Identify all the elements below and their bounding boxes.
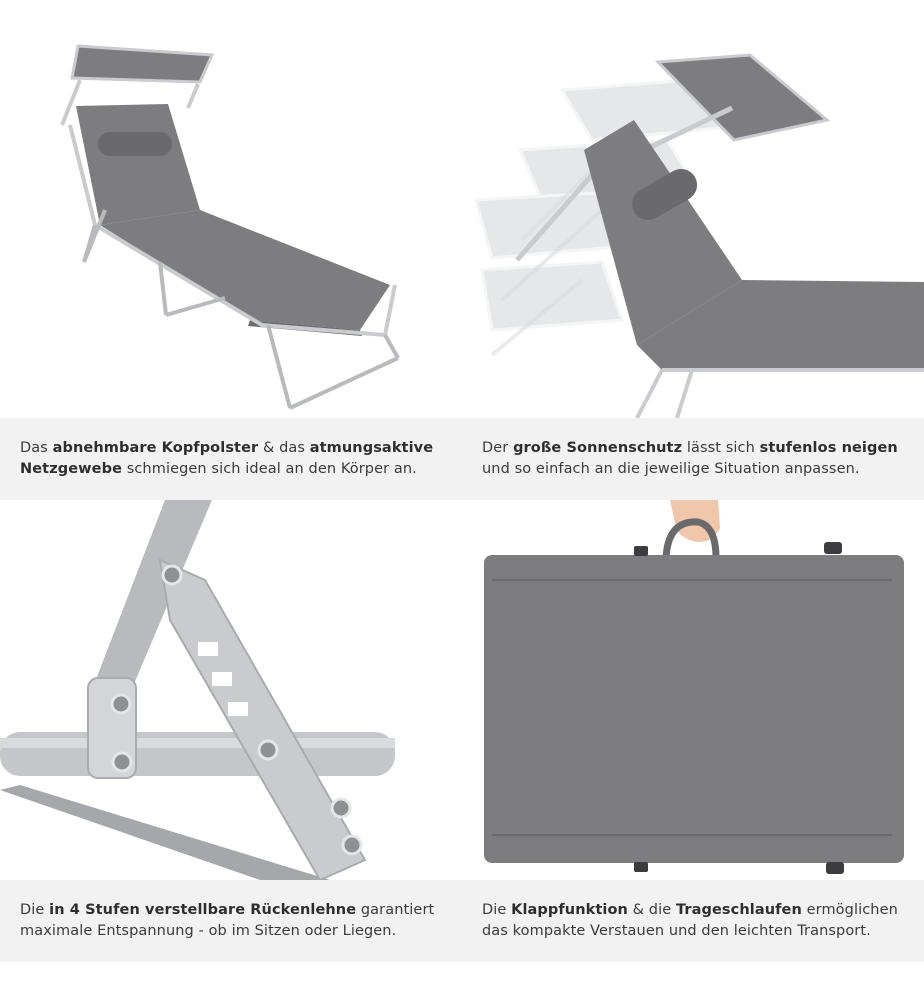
caption-bold-text: stufenlos neigen — [759, 440, 898, 456]
caption-text: Die — [20, 902, 50, 918]
caption-bold-text: Netzgewebe — [20, 461, 122, 477]
caption-text: das kompakte Verstauen und den leichten … — [482, 923, 871, 939]
caption-text: & das — [258, 440, 310, 456]
backrest-mechanism-image — [0, 500, 395, 880]
caption-backrest: Die in 4 Stufen verstellbare Rückenlehne… — [20, 900, 460, 942]
caption-text: ermöglichen — [801, 902, 898, 918]
caption-line: und so einfach an die jeweilige Situatio… — [482, 459, 912, 480]
caption-text: schmiegen sich ideal an den Körper an. — [122, 461, 417, 477]
caption-folding: Die Klappfunktion & die Trageschlaufen e… — [482, 900, 912, 942]
caption-text: lässt sich — [682, 440, 760, 456]
photo-folded-lounger — [462, 500, 924, 880]
caption-text: und so einfach an die jeweilige Situatio… — [482, 461, 860, 477]
caption-text: Der — [482, 440, 514, 456]
folded-lounger-image — [484, 500, 904, 874]
sunshade-angles-image — [474, 53, 924, 418]
caption-bold-text: Klappfunktion — [511, 902, 628, 918]
photo-sunshade-angles — [462, 0, 924, 418]
caption-line: Das abnehmbare Kopfpolster & das atmungs… — [20, 438, 460, 459]
caption-bold-text: große Sonnenschutz — [513, 440, 683, 456]
photo-lounger-overview — [0, 0, 462, 418]
caption-bold-text: abnehmbare Kopfpolster — [52, 440, 259, 456]
caption-line: maximale Entspannung - ob im Sitzen oder… — [20, 921, 460, 942]
photo-backrest-mechanism — [0, 500, 462, 880]
caption-bold-text: in 4 Stufen verstellbare Rückenlehne — [49, 902, 357, 918]
lounger-overview-image — [60, 44, 400, 410]
caption-bold-text: Trageschlaufen — [675, 902, 802, 918]
caption-line: Der große Sonnenschutz lässt sich stufen… — [482, 438, 912, 459]
caption-text: Die — [482, 902, 512, 918]
caption-text: & die — [627, 902, 676, 918]
caption-text: garantiert — [356, 902, 435, 918]
caption-text: Das — [20, 440, 53, 456]
caption-band-bottom — [0, 880, 924, 962]
caption-line: Die in 4 Stufen verstellbare Rückenlehne… — [20, 900, 460, 921]
caption-band-top — [0, 418, 924, 500]
caption-line: Die Klappfunktion & die Trageschlaufen e… — [482, 900, 912, 921]
caption-text: maximale Entspannung - ob im Sitzen oder… — [20, 923, 397, 939]
caption-line: das kompakte Verstauen und den leichten … — [482, 921, 912, 942]
caption-sunshade: Der große Sonnenschutz lässt sich stufen… — [482, 438, 912, 480]
caption-headrest: Das abnehmbare Kopfpolster & das atmungs… — [20, 438, 460, 480]
caption-line: Netzgewebe schmiegen sich ideal an den K… — [20, 459, 460, 480]
caption-bold-text: atmungsaktive — [309, 440, 434, 456]
